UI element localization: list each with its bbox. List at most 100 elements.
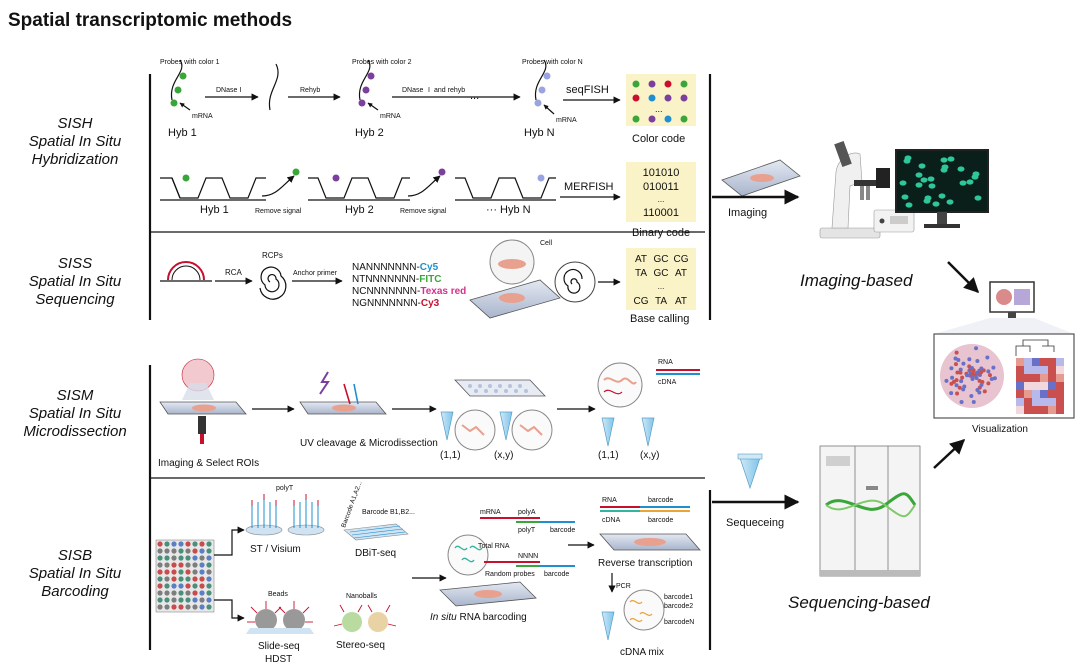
array-bead [185, 576, 191, 582]
uv-cleavage-label: UV cleavage & Microdissection [300, 438, 438, 449]
tissue-spot [955, 370, 960, 375]
heatmap-cell [1016, 398, 1024, 406]
hybn-label: Hyb N [524, 127, 555, 139]
heatmap-cell [1040, 382, 1048, 390]
array-bead [185, 583, 191, 589]
tissue-spot [991, 365, 996, 370]
array-bead [171, 569, 177, 575]
array-bead [185, 541, 191, 547]
heatmap-cell [1040, 374, 1048, 382]
array-bead [157, 597, 163, 603]
svg-text:Spatial In Situ: Spatial In Situ [29, 133, 122, 150]
array-bead [164, 548, 170, 554]
svg-text:SISS: SISS [58, 255, 92, 272]
hyb2-label: Hyb 2 [355, 127, 384, 139]
base-calling-label: Base calling [630, 313, 689, 325]
st-visium-label: ST / Visium [250, 544, 301, 555]
tube-final-1 [601, 417, 615, 447]
tissue-spot [955, 391, 960, 396]
array-bead [206, 597, 212, 603]
heatmap-cell [1024, 374, 1032, 382]
hyb1-label: Hyb 1 [168, 127, 197, 139]
heatmap-cell [1016, 406, 1024, 414]
polya-label: polyA [518, 509, 536, 516]
tissue-spot [974, 346, 979, 351]
tissue-spot [953, 362, 958, 367]
sisb-mrna-label: mRNA [480, 509, 501, 516]
sequencing-to-vis-arrow [933, 438, 966, 469]
heatmap-cell [1048, 398, 1056, 406]
svg-text:NTNNNNNNN-FITC: NTNNNNNNN-FITC [352, 274, 441, 285]
array-bead [164, 590, 170, 596]
array-bead [178, 576, 184, 582]
seq-dye-4: Cy3 [421, 298, 440, 309]
array-bead [171, 576, 177, 582]
imaging-label: Imaging [728, 207, 767, 219]
binary-code-label: Binary code [632, 227, 690, 239]
array-bead [185, 590, 191, 596]
fluorescent-cell [915, 172, 923, 178]
barcode-a-label: Barcode A1,A2... [340, 480, 363, 528]
cdna-magnifier [623, 589, 665, 631]
sisb-row: polyT ST / Visium Barcode A1,A2... Barco… [155, 480, 701, 665]
tissue-spot [960, 375, 965, 380]
svg-text:Barcoding: Barcoding [41, 583, 109, 600]
heatmap-cell [1056, 358, 1064, 366]
heatmap-cell [1040, 390, 1048, 398]
array-bead [157, 576, 163, 582]
row2-hybn: ··· Hyb N [486, 204, 531, 216]
fluorescent-cell [924, 195, 932, 201]
label-sish: SISH Spatial In Situ Hybridization [29, 115, 122, 168]
array-bead [206, 562, 212, 568]
pcr-label: PCR [616, 583, 631, 590]
heatmap-cell [1056, 398, 1064, 406]
tissue-spot [975, 387, 980, 392]
tissue-spot [962, 384, 967, 389]
base-r2c3: AT [675, 268, 687, 279]
array-bead [157, 590, 163, 596]
array-bead [185, 597, 191, 603]
heatmap-cell [1032, 374, 1040, 382]
figure-title: Spatial transcriptomic methods [8, 10, 292, 31]
color-code-ellipsis: ... [655, 104, 663, 114]
tissue-spot [985, 355, 990, 360]
binary-row-1: 101010 [643, 167, 680, 179]
tissue-spot [954, 350, 959, 355]
polyt-label: polyT [276, 485, 294, 492]
array-bead [192, 604, 198, 610]
seq-dye-1: Cy5 [420, 262, 439, 273]
sequencer-illustration [819, 445, 921, 577]
magnifier-2 [511, 409, 553, 451]
seq-prefix-1: NANNNNNNN- [352, 262, 420, 273]
svg-text:Spatial In Situ: Spatial In Situ [29, 273, 122, 290]
array-bead [164, 562, 170, 568]
random-probes-label: Random probes [485, 571, 535, 578]
sequencing-based-label: Sequencing-based [788, 593, 930, 612]
binary-row-4: 110001 [643, 207, 679, 219]
array-bead [164, 583, 170, 589]
sism-row: Imaging & Select ROIs UV cleavage & Micr… [158, 358, 700, 469]
fluorescent-cell [901, 194, 909, 200]
nanoballs-illustration [333, 604, 397, 632]
array-bead [206, 604, 212, 610]
tissue-spot [957, 385, 962, 390]
mrna-label-n: mRNA [556, 117, 577, 124]
label-siss: SISS Spatial In Situ Sequencing [29, 255, 122, 308]
svg-text:Sequencing: Sequencing [35, 291, 115, 308]
array-bead [199, 548, 205, 554]
array-bead [171, 583, 177, 589]
array-bead [178, 548, 184, 554]
array-bead [199, 569, 205, 575]
array-bead [164, 576, 170, 582]
rt-cdna-label: cDNA [602, 517, 621, 524]
heatmap-cell [1032, 390, 1040, 398]
heatmap-cell [1048, 382, 1056, 390]
svg-text:SISH: SISH [57, 115, 92, 132]
array-bead [206, 576, 212, 582]
seq-prefix-3: NCNNNNNNN- [352, 286, 420, 297]
tissue-spot [979, 382, 984, 387]
magnifier-3 [597, 362, 643, 408]
array-bead [171, 555, 177, 561]
cdna-tube [601, 611, 615, 641]
sequencing-tube [739, 457, 761, 490]
